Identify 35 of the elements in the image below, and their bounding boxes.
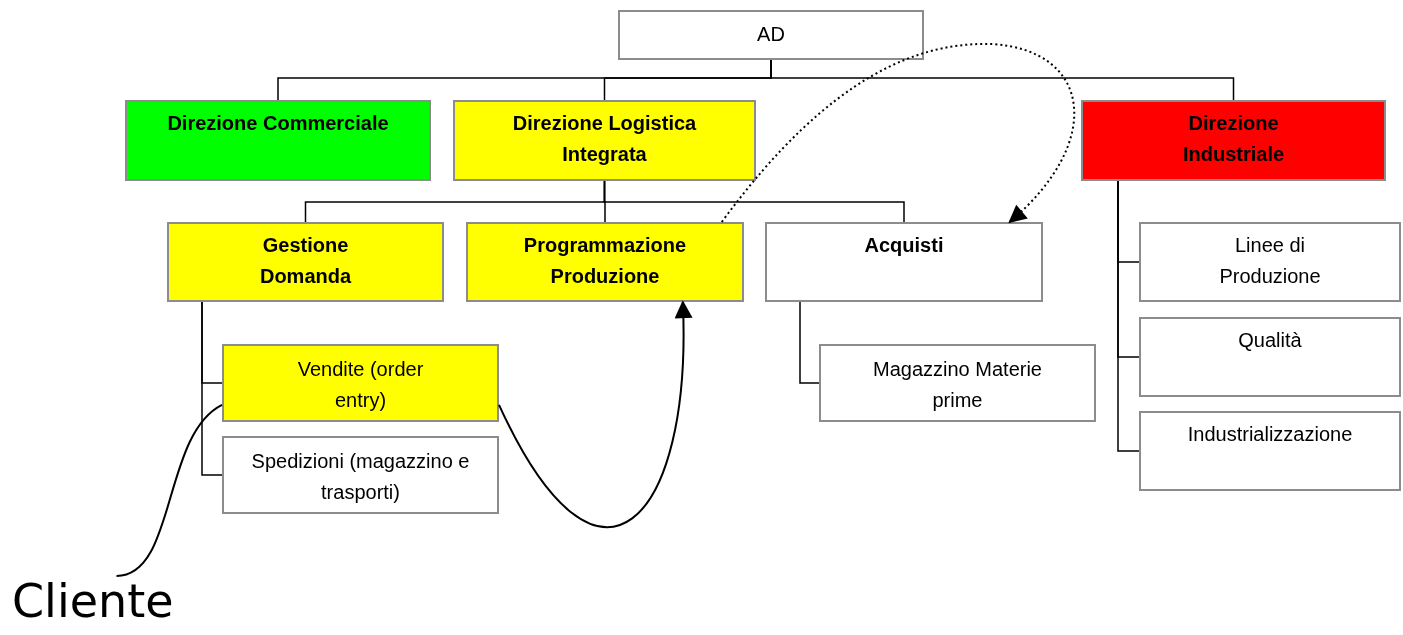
unit-label: Linee di Produzione	[1218, 233, 1322, 289]
org-unit-box	[1139, 411, 1401, 491]
org-unit-box	[453, 100, 756, 181]
actor-label: Cliente	[12, 576, 174, 627]
org-unit-box	[1139, 222, 1401, 302]
unit-label: Direzione Industriale	[1181, 111, 1286, 167]
org-unit-box	[765, 222, 1043, 302]
unit-label: Industrializzazione	[1187, 422, 1353, 447]
org-unit-box	[167, 222, 444, 302]
unit-label: Direzione Logistica Integrata	[511, 111, 698, 167]
unit-label: Direzione Commerciale	[167, 111, 389, 136]
arrow	[720, 43, 1075, 224]
unit-label: Magazzino Materie prime	[872, 357, 1043, 413]
unit-label: Gestione Domanda	[258, 233, 353, 289]
arrow	[498, 300, 692, 528]
flow-line	[115, 403, 223, 577]
unit-label: AD	[757, 22, 785, 47]
connector-line	[770, 59, 1235, 101]
unit-label: Spedizioni (magazzino e trasporti)	[250, 449, 471, 505]
unit-label: Vendite (order entry)	[296, 357, 425, 413]
org-unit-box	[618, 10, 924, 60]
org-unit-box	[1139, 317, 1401, 397]
unit-label: Acquisti	[864, 233, 944, 258]
connector-line	[1117, 180, 1140, 452]
unit-label: Qualità	[1238, 328, 1302, 353]
connector-line	[201, 301, 223, 476]
connector-line	[799, 301, 820, 384]
org-unit-box	[466, 222, 744, 302]
org-unit-box	[222, 436, 499, 514]
connector-line	[603, 180, 905, 223]
org-unit-box	[1081, 100, 1386, 181]
org-unit-box	[222, 344, 499, 422]
unit-label: Programmazione Produzione	[522, 233, 688, 289]
org-unit-box	[125, 100, 431, 181]
org-unit-box	[819, 344, 1096, 422]
